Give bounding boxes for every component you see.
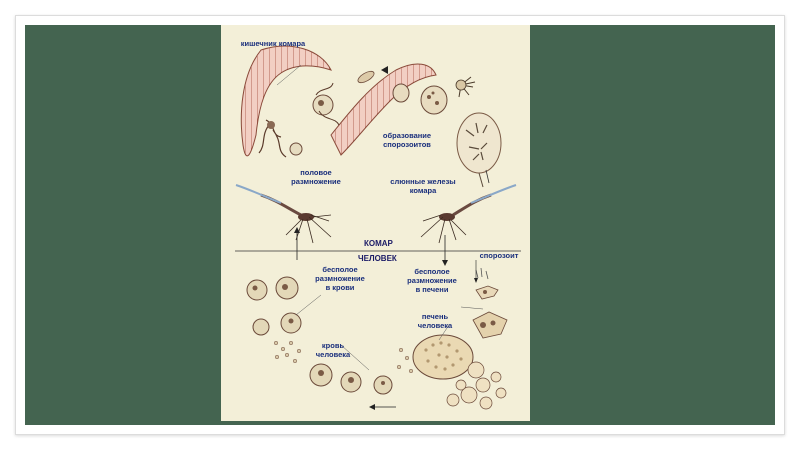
label-asexual-liver: бесполое размножение в печени xyxy=(397,267,467,294)
label-sexual-reproduction: половое размножение xyxy=(281,168,351,186)
label-human: ЧЕЛОВЕК xyxy=(358,254,397,263)
arrow-down-right xyxy=(486,170,489,183)
label-human-blood: кровь человека xyxy=(305,341,361,359)
mosquito-left xyxy=(236,185,331,243)
blood-cells xyxy=(247,277,392,394)
sporozoite-shapes xyxy=(476,268,488,279)
diagram-drawing xyxy=(221,25,530,421)
label-salivary-glands: слюнные железы комара xyxy=(381,177,465,195)
label-sporozoite: спорозоит xyxy=(475,251,523,260)
mature-oocyst xyxy=(421,86,447,114)
label-asexual-blood: бесполое размножение в крови xyxy=(305,265,375,292)
arrow-left-top xyxy=(381,66,388,74)
label-human-liver: печень человека xyxy=(407,312,463,330)
salivary-gland xyxy=(457,113,501,173)
liver-schizont xyxy=(413,335,473,379)
label-mosquito-gut: кишечник комара xyxy=(231,39,315,48)
malaria-lifecycle-diagram: кишечник комара образование спорозоитов … xyxy=(221,25,530,421)
oocyst-small xyxy=(290,143,302,155)
liver-cell xyxy=(476,286,498,299)
label-sporozoite-formation: образование спорозоитов xyxy=(371,131,443,149)
liver-cell-2 xyxy=(473,312,507,338)
label-mosquito: КОМАР xyxy=(364,239,393,248)
